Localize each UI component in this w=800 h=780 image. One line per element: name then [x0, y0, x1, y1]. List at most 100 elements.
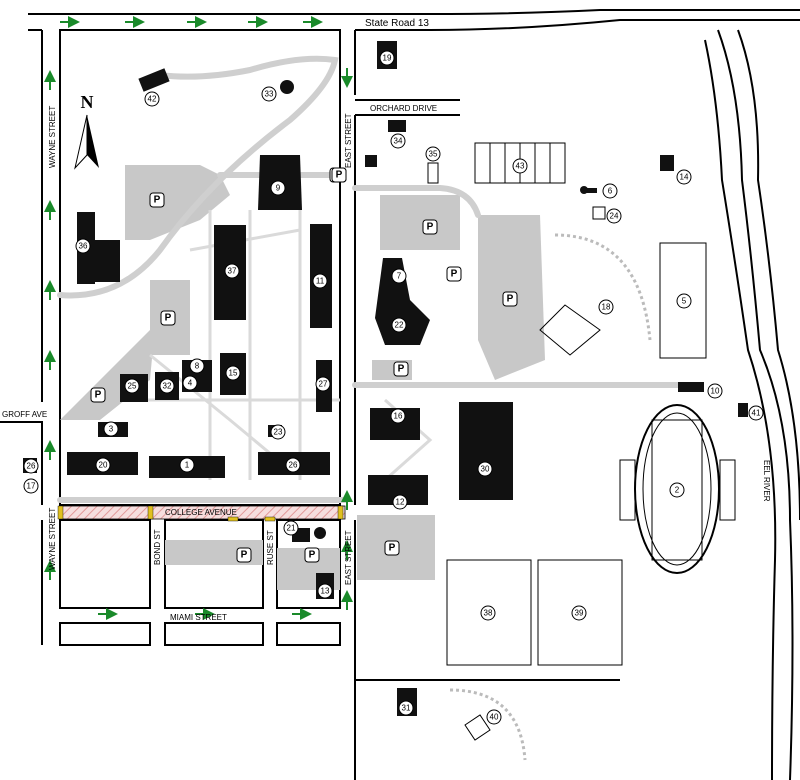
svg-text:P: P — [336, 170, 343, 181]
building-26-west-marker[interactable]: 26 — [23, 458, 39, 474]
groff-ave-label: GROFF AVE — [2, 410, 47, 419]
parking-marker[interactable]: P — [446, 266, 462, 282]
parking-marker[interactable]: P — [393, 361, 409, 377]
building-33-marker[interactable]: 33 — [261, 86, 277, 102]
college-avenue-label: COLLEGE AVENUE — [165, 508, 237, 517]
building-10-marker[interactable]: 10 — [707, 383, 723, 399]
parking-marker[interactable]: P — [502, 291, 518, 307]
svg-text:27: 27 — [319, 380, 328, 389]
parking-marker[interactable]: P — [304, 547, 320, 563]
parking-marker[interactable]: P — [236, 547, 252, 563]
svg-text:4: 4 — [188, 379, 193, 388]
parking-marker[interactable]: P — [331, 167, 347, 183]
building-4-marker[interactable]: 4 — [182, 375, 198, 391]
svg-text:1: 1 — [185, 461, 190, 470]
svg-text:8: 8 — [195, 362, 200, 371]
building-13-marker[interactable]: 13 — [317, 583, 333, 599]
building-5-marker[interactable]: 5 — [676, 293, 692, 309]
building-21-marker[interactable]: 21 — [283, 520, 299, 536]
svg-text:35: 35 — [429, 150, 438, 159]
svg-text:P: P — [398, 364, 405, 375]
building-32-marker[interactable]: 32 — [159, 378, 175, 394]
building-29-marker[interactable]: 23 — [270, 424, 286, 440]
svg-text:5: 5 — [682, 297, 687, 306]
building-12-marker[interactable]: 12 — [392, 494, 408, 510]
building-25-marker[interactable]: 25 — [124, 378, 140, 394]
building-3-marker[interactable]: 3 — [103, 421, 119, 437]
svg-text:26: 26 — [289, 461, 298, 470]
building-35-marker[interactable]: 35 — [425, 146, 441, 162]
svg-text:33: 33 — [265, 90, 274, 99]
svg-text:14: 14 — [680, 173, 689, 182]
building-42-marker[interactable]: 42 — [144, 91, 160, 107]
building-9-marker[interactable]: 9 — [270, 180, 286, 196]
svg-text:23: 23 — [274, 428, 283, 437]
svg-text:15: 15 — [229, 369, 238, 378]
building-34-marker[interactable]: 34 — [390, 133, 406, 149]
building-43-marker[interactable]: 43 — [512, 158, 528, 174]
svg-text:22: 22 — [395, 321, 404, 330]
svg-text:37: 37 — [228, 267, 237, 276]
building-11-marker[interactable]: 11 — [312, 273, 328, 289]
building-15-marker[interactable]: 15 — [225, 365, 241, 381]
east-street-north-label: EAST STREET — [344, 113, 353, 168]
building-37-marker[interactable]: 37 — [224, 263, 240, 279]
building-1-marker[interactable]: 1 — [179, 457, 195, 473]
building-18-marker[interactable]: 18 — [598, 299, 614, 315]
building-24-marker[interactable]: 24 — [606, 208, 622, 224]
svg-text:43: 43 — [516, 162, 525, 171]
svg-text:26: 26 — [27, 462, 36, 471]
building-17-marker[interactable]: 17 — [23, 478, 39, 494]
building-26-marker[interactable]: 26 — [285, 457, 301, 473]
parking-marker[interactable]: P — [384, 540, 400, 556]
svg-text:30: 30 — [481, 465, 490, 474]
one-way-arrows — [44, 16, 353, 620]
svg-text:6: 6 — [608, 187, 613, 196]
building-8-marker[interactable]: 8 — [189, 358, 205, 374]
svg-text:34: 34 — [394, 137, 403, 146]
svg-text:10: 10 — [711, 387, 720, 396]
building-16-marker[interactable]: 16 — [390, 408, 406, 424]
building-36-marker[interactable]: 36 — [75, 238, 91, 254]
building-38-marker[interactable]: 38 — [480, 605, 496, 621]
building-2-marker[interactable]: 2 — [669, 482, 685, 498]
outfield-arcs — [449, 233, 652, 761]
east-street-south-label: EAST STREET — [344, 530, 353, 585]
svg-text:17: 17 — [27, 482, 36, 491]
svg-text:9: 9 — [276, 184, 281, 193]
svg-text:19: 19 — [383, 54, 392, 63]
building-41-marker[interactable]: 41 — [748, 405, 764, 421]
parking-marker[interactable]: P — [90, 387, 106, 403]
building-22-marker[interactable]: 22 — [391, 317, 407, 333]
parking-marker[interactable]: P — [422, 219, 438, 235]
building-markers[interactable]: 19 42 33 34 35 43 14 9 6 24 36 37 7 11 5… — [23, 50, 764, 725]
svg-text:16: 16 — [394, 412, 403, 421]
svg-text:20: 20 — [99, 461, 108, 470]
svg-text:32: 32 — [163, 382, 172, 391]
parking-marker[interactable]: P — [149, 192, 165, 208]
svg-text:41: 41 — [752, 409, 761, 418]
svg-text:11: 11 — [316, 277, 325, 286]
building-30-marker[interactable]: 30 — [477, 461, 493, 477]
building-6-marker[interactable]: 6 — [602, 183, 618, 199]
wayne-street-north-label: WAYNE STREET — [48, 106, 57, 168]
building-40-marker[interactable]: 40 — [486, 709, 502, 725]
svg-text:P: P — [507, 294, 514, 305]
building-20-marker[interactable]: 20 — [95, 457, 111, 473]
building-39-marker[interactable]: 39 — [571, 605, 587, 621]
parking-marker[interactable]: P — [160, 310, 176, 326]
building-19-marker[interactable]: 19 — [379, 50, 395, 66]
parking-markers[interactable]: P P P P P P P P P P P — [90, 167, 518, 563]
svg-text:36: 36 — [79, 242, 88, 251]
svg-text:40: 40 — [490, 713, 499, 722]
svg-text:38: 38 — [484, 609, 493, 618]
svg-text:P: P — [241, 550, 248, 561]
svg-text:P: P — [451, 269, 458, 280]
svg-text:12: 12 — [396, 498, 405, 507]
building-31-marker[interactable]: 31 — [398, 700, 414, 716]
building-27-marker[interactable]: 27 — [315, 376, 331, 392]
bond-st-label: BOND ST — [153, 529, 162, 565]
building-14-marker[interactable]: 14 — [676, 169, 692, 185]
building-7-marker[interactable]: 7 — [391, 268, 407, 284]
